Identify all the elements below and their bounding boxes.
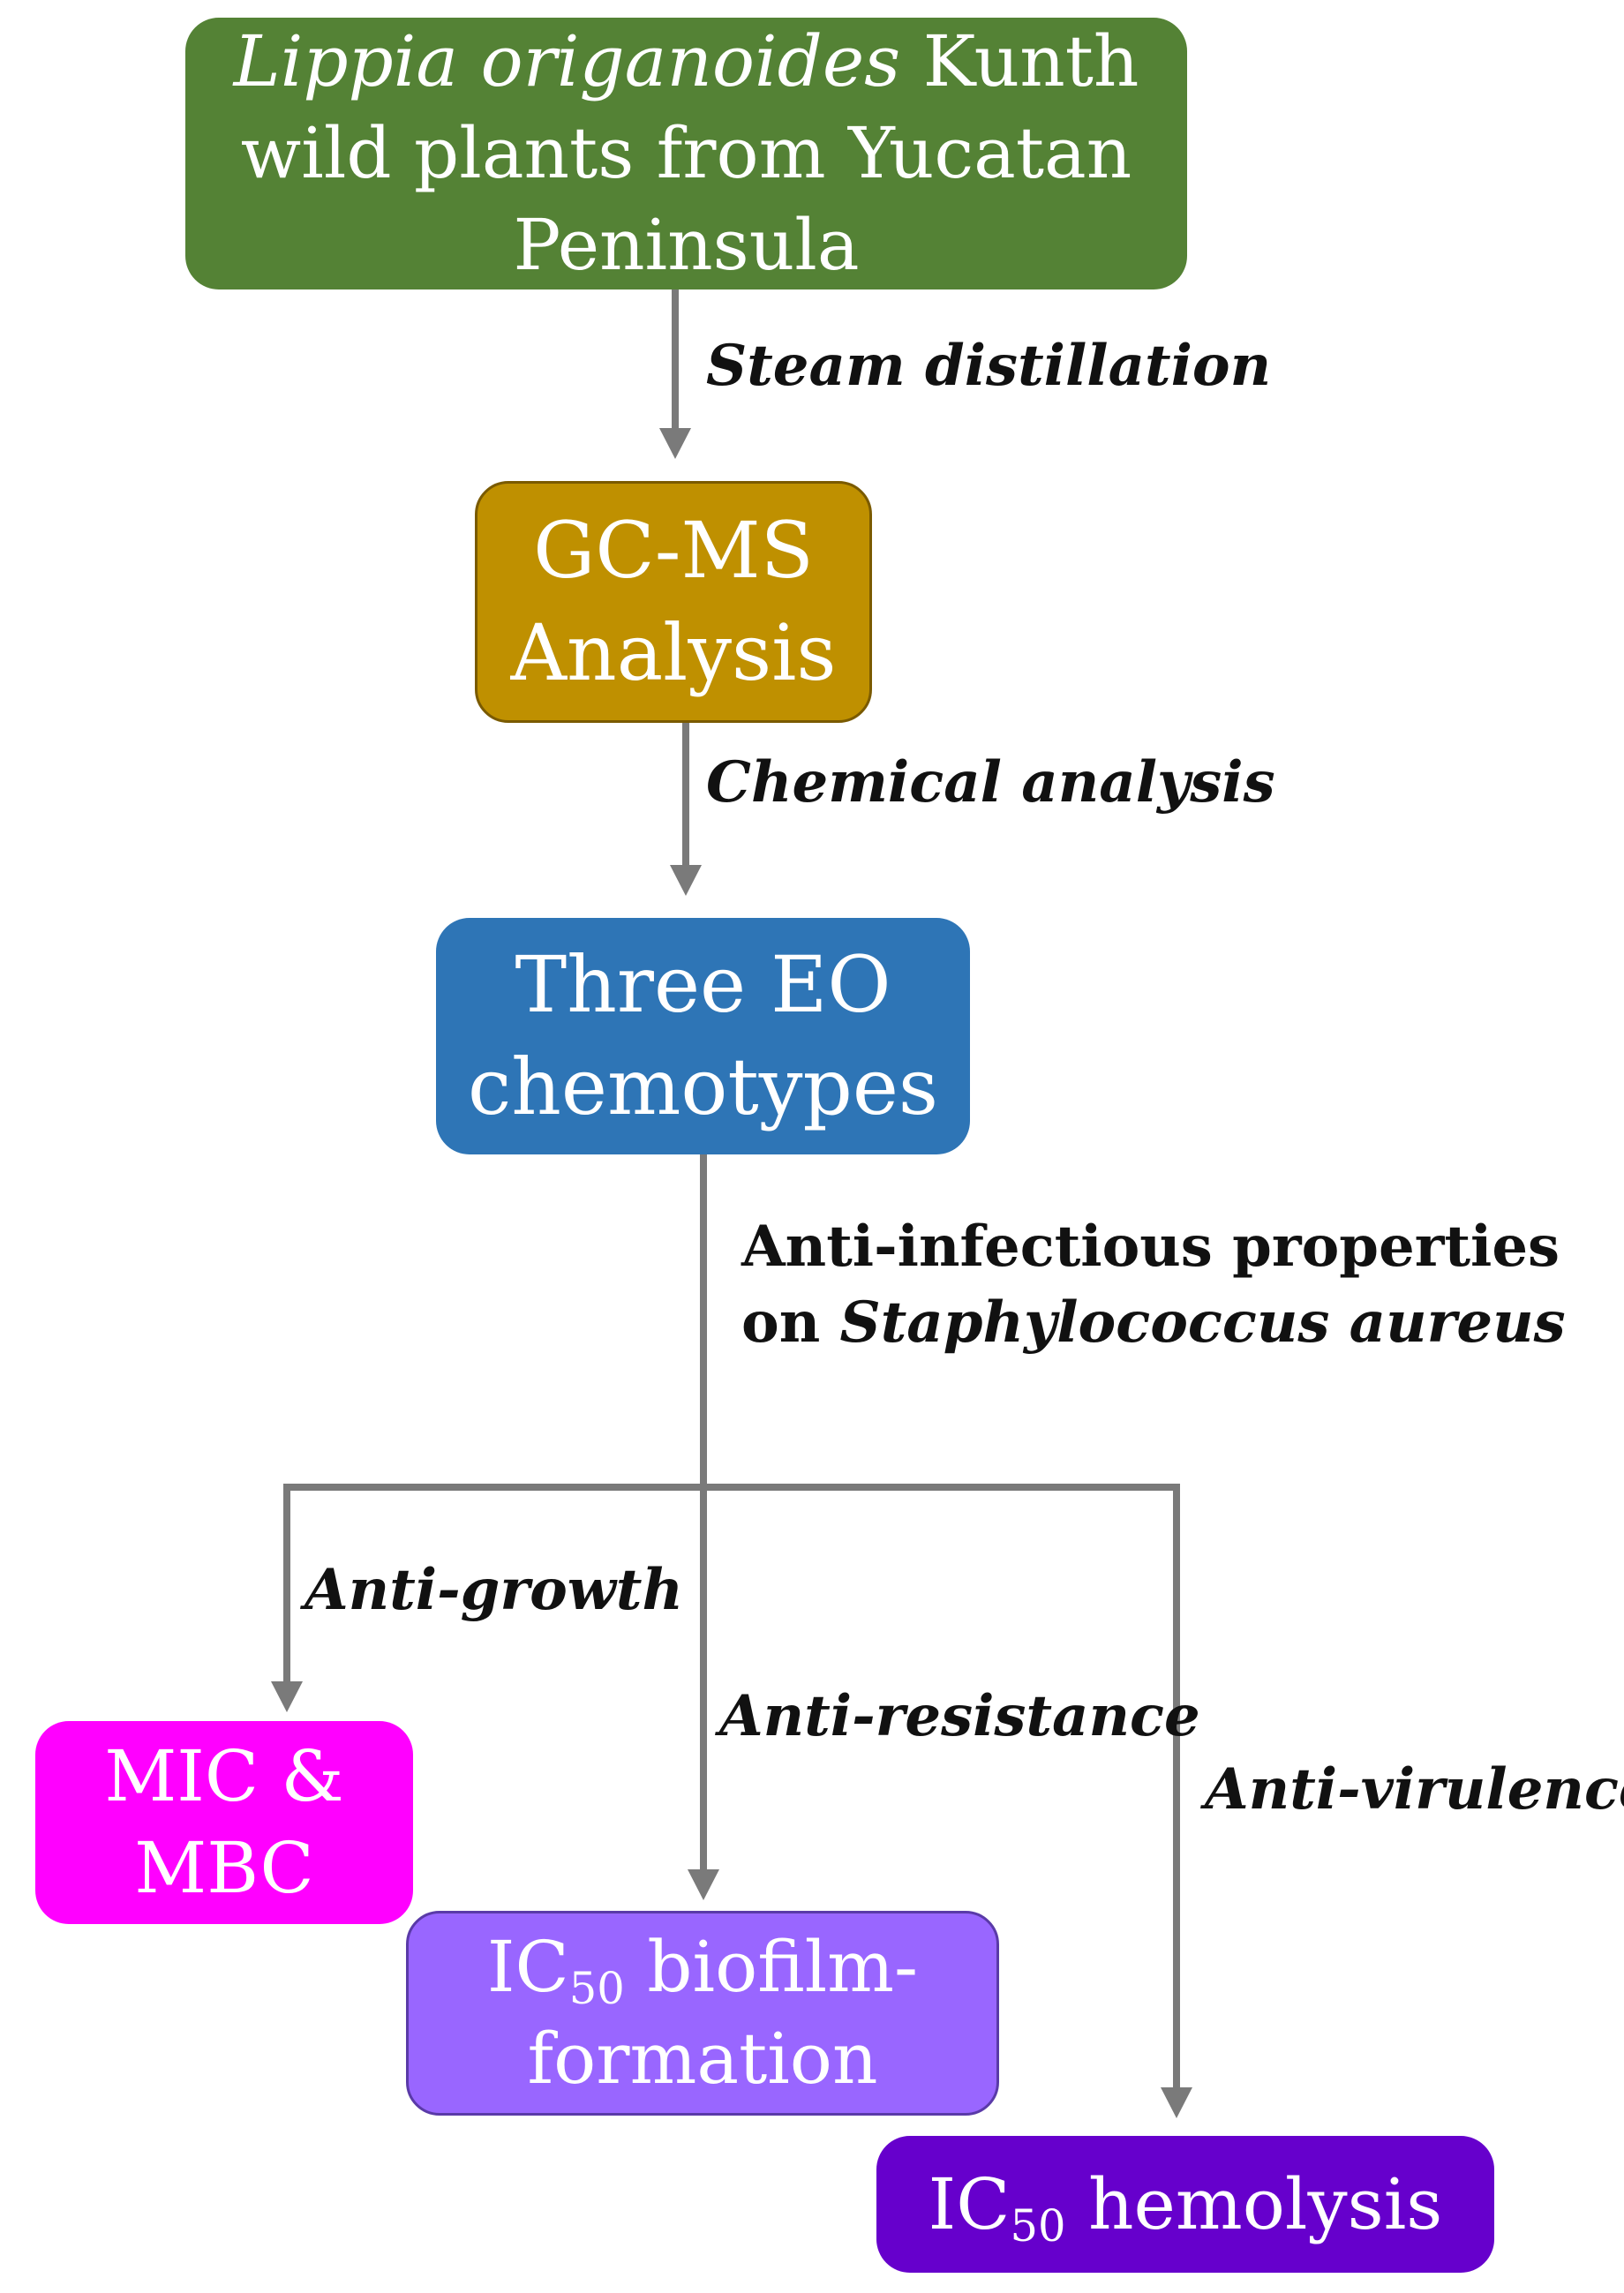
hemolysis-ic: IC [928,2162,1011,2245]
arrowhead-gcms [659,428,691,459]
mic-line-2: MBC [134,1827,314,1909]
anti-infectious-on: on [741,1289,840,1356]
anti-infectious-line-1: Anti-infectious properties [741,1214,1560,1280]
source-line-3: Peninsula [513,204,860,286]
biofilm-node: IC50 biofilm- formation [406,1911,999,2116]
source-node: Lippia origanoides Kunth wild plants fro… [185,18,1187,289]
gcms-node: GC-MS Analysis [475,481,872,723]
chemotypes-line-2: chemotypes [467,1041,939,1132]
source-authority: Kunth [900,20,1139,102]
mic-mbc-node: MIC & MBC [35,1721,413,1924]
edge-label-anti-growth: Anti-growth [304,1557,683,1623]
chemotypes-line-1: Three EO [515,939,891,1030]
gcms-line-1: GC-MS [533,505,814,596]
anti-infectious-line-2: on Staphylococcus aureus [741,1285,1566,1361]
hemolysis-subscript: 50 [1010,2199,1066,2252]
hemolysis-node: IC50 hemolysis [876,2136,1494,2273]
biofilm-subscript: 50 [568,1962,625,2014]
hemolysis-rest: hemolysis [1065,2162,1443,2245]
edge-label-anti-resistance: Anti-resistance [719,1683,1200,1749]
hemolysis-line: IC50 hemolysis [929,2159,1443,2251]
biofilm-line-1: IC50 biofilm- [487,1921,918,2013]
source-line-2: wild plants from Yucatan [240,112,1132,194]
biofilm-ic: IC [486,1926,569,2008]
source-line-1: Lippia origanoides Kunth [234,16,1139,108]
edge-label-anti-virulence: Anti-virulence [1205,1756,1624,1823]
arrowhead-hemolysis [1161,2087,1192,2118]
edge-label-steam-distillation: Steam distillation [706,333,1272,399]
arrowhead-mic [271,1681,303,1712]
edge-label-anti-infectious: Anti-infectious properties on Staphyloco… [741,1209,1566,1361]
edge-label-chemical-analysis: Chemical analysis [706,749,1275,816]
species-name: Lippia origanoides [233,20,901,102]
arrowhead-biofilm [688,1869,719,1900]
biofilm-line-2: formation [527,2018,878,2100]
biofilm-rest: biofilm- [624,1926,919,2008]
mic-line-1: MIC & [104,1735,344,1817]
chemotypes-node: Three EO chemotypes [436,918,970,1154]
anti-infectious-species: Staphylococcus aureus [839,1289,1566,1356]
gcms-line-2: Analysis [510,607,837,698]
arrowhead-chemotypes [670,865,702,896]
